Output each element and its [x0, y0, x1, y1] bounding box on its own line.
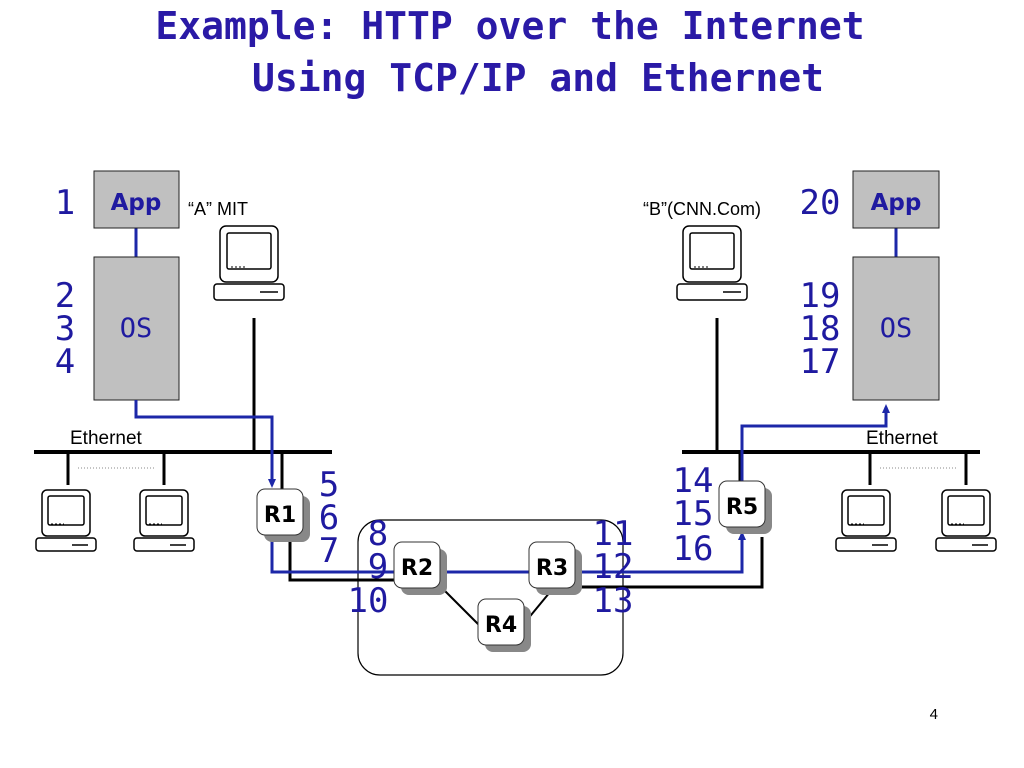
step-number: 17	[800, 342, 841, 382]
router-r1: R1	[256, 488, 310, 542]
router-r5-label: R5	[726, 495, 758, 520]
step-number: 11	[593, 514, 634, 554]
slide-title-line-1: Example: HTTP over the Internet	[155, 4, 865, 48]
step-number: 20	[800, 183, 841, 223]
computer-icon	[935, 489, 997, 552]
step-number: 9	[368, 547, 388, 587]
step-number: 2	[55, 276, 75, 316]
ethernet-label-left: Ethernet	[70, 428, 143, 449]
packet-path-r1-to-r5	[270, 531, 746, 574]
step-number: 5	[319, 465, 339, 505]
step-number: 7	[319, 531, 339, 571]
step-number: 15	[673, 494, 714, 534]
ethernet-label-right: Ethernet	[866, 428, 939, 449]
os-box-host-a	[93, 256, 180, 401]
slide-title-line-2: Using TCP/IP and Ethernet	[252, 56, 824, 100]
app-label-host-b: App	[871, 190, 922, 216]
app-label-host-a: App	[111, 190, 162, 216]
os-label-host-a: OS	[120, 313, 153, 344]
computer-icon-host-a	[213, 225, 285, 301]
packet-path-host-a-to-r1	[134, 400, 276, 488]
step-number: 18	[800, 309, 841, 349]
computer-icon	[835, 489, 897, 552]
router-r2-label: R2	[401, 556, 433, 581]
router-r3: R3	[528, 541, 582, 595]
step-number: 19	[800, 276, 841, 316]
page-number: 4	[929, 706, 938, 723]
os-label-host-b: OS	[880, 313, 913, 344]
os-box-host-b	[852, 256, 940, 401]
step-number: 16	[673, 529, 714, 569]
computer-icon-host-b	[676, 225, 748, 301]
host-a-label: “A” MIT	[188, 199, 248, 219]
host-b-label: “B”(CNN.Com)	[643, 199, 761, 219]
router-r4-label: R4	[485, 613, 517, 638]
step-number: 6	[319, 498, 339, 538]
step-number: 4	[55, 342, 75, 382]
step-number: 12	[593, 547, 634, 587]
router-r3-label: R3	[536, 556, 568, 581]
app-box-host-a	[93, 170, 180, 229]
packet-path-r5-to-host-b	[740, 404, 890, 486]
computer-icon	[133, 489, 195, 552]
computer-icon	[35, 489, 97, 552]
router-r5: R5	[718, 480, 772, 534]
app-box-host-b	[852, 170, 940, 229]
step-number: 14	[673, 461, 714, 501]
step-number: 8	[368, 514, 388, 554]
step-number: 13	[593, 581, 634, 621]
step-number: 10	[348, 581, 389, 621]
router-r2: R2	[393, 541, 447, 595]
step-number: 3	[55, 309, 75, 349]
router-r1-label: R1	[264, 503, 296, 528]
step-number: 1	[55, 183, 75, 223]
link-r3-r5	[580, 537, 764, 589]
router-r4: R4	[477, 598, 531, 652]
link-r1-r2	[288, 540, 400, 582]
